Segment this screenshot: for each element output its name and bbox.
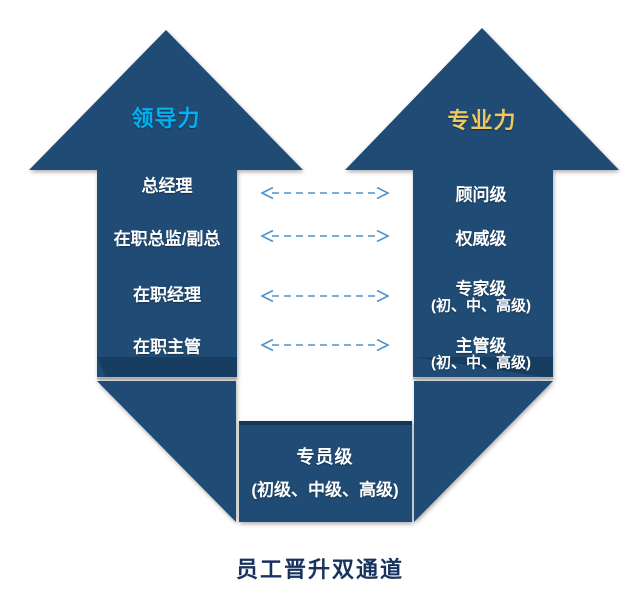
right-down-wedge-shape (414, 381, 553, 522)
left-level-director-vp: 在职总监/副总 (113, 229, 221, 249)
level-connector-arrow-4 (260, 338, 390, 352)
right-level-supervisor: 主管级 (455, 336, 507, 356)
left-level-supervisor: 在职主管 (133, 337, 201, 357)
base-level-grades: (初级、中级、高级) (251, 480, 399, 500)
right-shaft-fold-band (413, 357, 553, 377)
left-up-arrow-shape (29, 30, 303, 377)
leadership-channel-header: 领导力 (131, 106, 201, 131)
left-level-general-manager: 总经理 (141, 176, 193, 196)
base-level-box-top-edge (239, 421, 412, 425)
right-level-expert-grades: (初、中、高级) (431, 297, 531, 315)
right-level-consultant: 顾问级 (455, 185, 507, 205)
left-shaft-fold-band (97, 357, 237, 377)
level-connector-arrow-3 (260, 289, 390, 303)
left-level-manager: 在职经理 (133, 285, 201, 305)
base-level-box-shape (239, 421, 412, 522)
base-level-name: 专员级 (296, 447, 354, 467)
right-level-expert: 专家级 (455, 279, 507, 299)
professional-channel-header: 专业力 (447, 108, 517, 133)
right-up-arrow-shape (345, 28, 619, 377)
level-connector-arrows (260, 186, 390, 352)
right-level-authority: 权威级 (455, 229, 507, 249)
level-connector-arrow-1 (260, 186, 390, 200)
right-level-supervisor-grades: (初、中、高级) (431, 354, 531, 372)
diagram-title: 员工晋升双通道 (235, 557, 405, 582)
left-down-wedge-shape (97, 381, 236, 522)
level-connector-arrow-2 (260, 229, 390, 243)
